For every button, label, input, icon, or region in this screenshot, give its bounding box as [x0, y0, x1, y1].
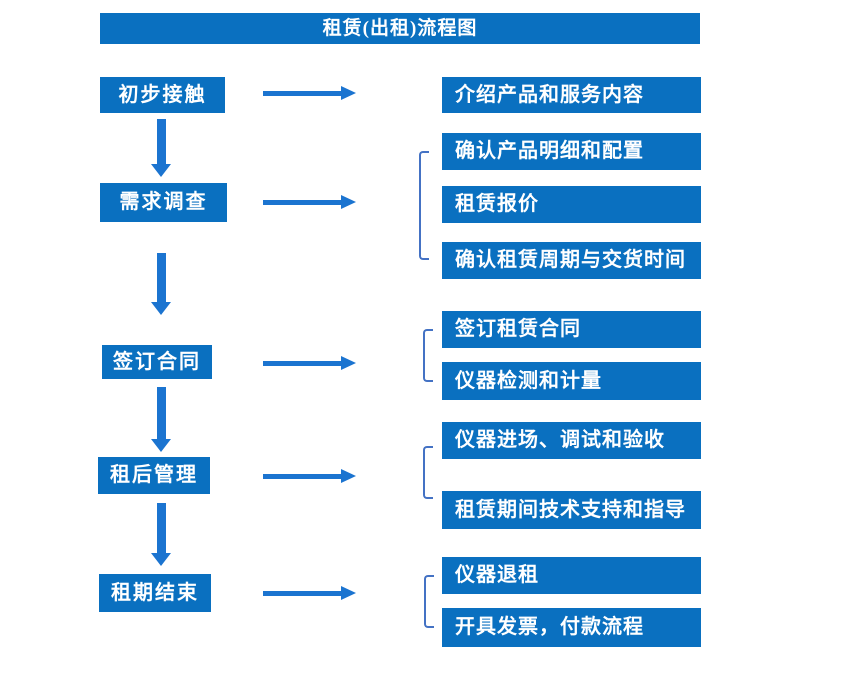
arrow-shaft: [263, 199, 343, 205]
arrow-head: [151, 164, 171, 177]
flowchart-title: 租赁(出租)流程图: [100, 13, 700, 44]
detail-box-introduce-products: 介绍产品和服务内容: [442, 77, 701, 113]
detail-box-rental-quotation: 租赁报价: [442, 186, 701, 223]
arrow-shaft: [156, 253, 166, 302]
step-box-rental-end: 租期结束: [99, 574, 211, 612]
arrow-head: [151, 302, 171, 315]
right-arrow-icon: [263, 586, 356, 600]
down-arrow-icon: [151, 119, 171, 177]
group-bracket: [419, 151, 429, 260]
group-bracket: [424, 575, 434, 628]
arrow-shaft: [156, 387, 166, 439]
arrow-shaft: [156, 119, 166, 164]
down-arrow-icon: [151, 253, 171, 315]
arrow-shaft: [263, 90, 343, 96]
down-arrow-icon: [151, 387, 171, 452]
arrow-head: [341, 469, 356, 483]
step-box-sign-contract: 签订合同: [102, 345, 212, 379]
group-bracket: [423, 446, 433, 499]
arrow-head: [341, 195, 356, 209]
arrow-head: [341, 86, 356, 100]
down-arrow-icon: [151, 503, 171, 566]
step-box-demand-survey: 需求调查: [100, 183, 227, 222]
detail-box-instrument-inspection: 仪器检测和计量: [442, 362, 701, 400]
detail-box-instrument-setup-acceptance: 仪器进场、调试和验收: [442, 422, 701, 459]
right-arrow-icon: [263, 86, 356, 100]
arrow-shaft: [156, 503, 166, 553]
detail-box-sign-rental-contract: 签订租赁合同: [442, 311, 701, 348]
detail-box-technical-support: 租赁期间技术支持和指导: [442, 491, 701, 529]
right-arrow-icon: [263, 195, 356, 209]
detail-box-confirm-period-delivery: 确认租赁周期与交货时间: [442, 242, 701, 279]
arrow-head: [151, 439, 171, 452]
detail-box-invoice-payment: 开具发票，付款流程: [442, 608, 701, 647]
right-arrow-icon: [263, 469, 356, 483]
arrow-shaft: [263, 473, 343, 479]
group-bracket: [423, 329, 433, 382]
detail-box-instrument-return: 仪器退租: [442, 557, 701, 594]
right-arrow-icon: [263, 356, 356, 370]
arrow-head: [341, 586, 356, 600]
arrow-head: [341, 356, 356, 370]
arrow-shaft: [263, 590, 343, 596]
arrow-shaft: [263, 360, 343, 366]
detail-box-confirm-product-config: 确认产品明细和配置: [442, 133, 701, 170]
arrow-head: [151, 553, 171, 566]
step-box-post-rental-management: 租后管理: [98, 457, 210, 494]
step-box-initial-contact: 初步接触: [100, 77, 225, 113]
